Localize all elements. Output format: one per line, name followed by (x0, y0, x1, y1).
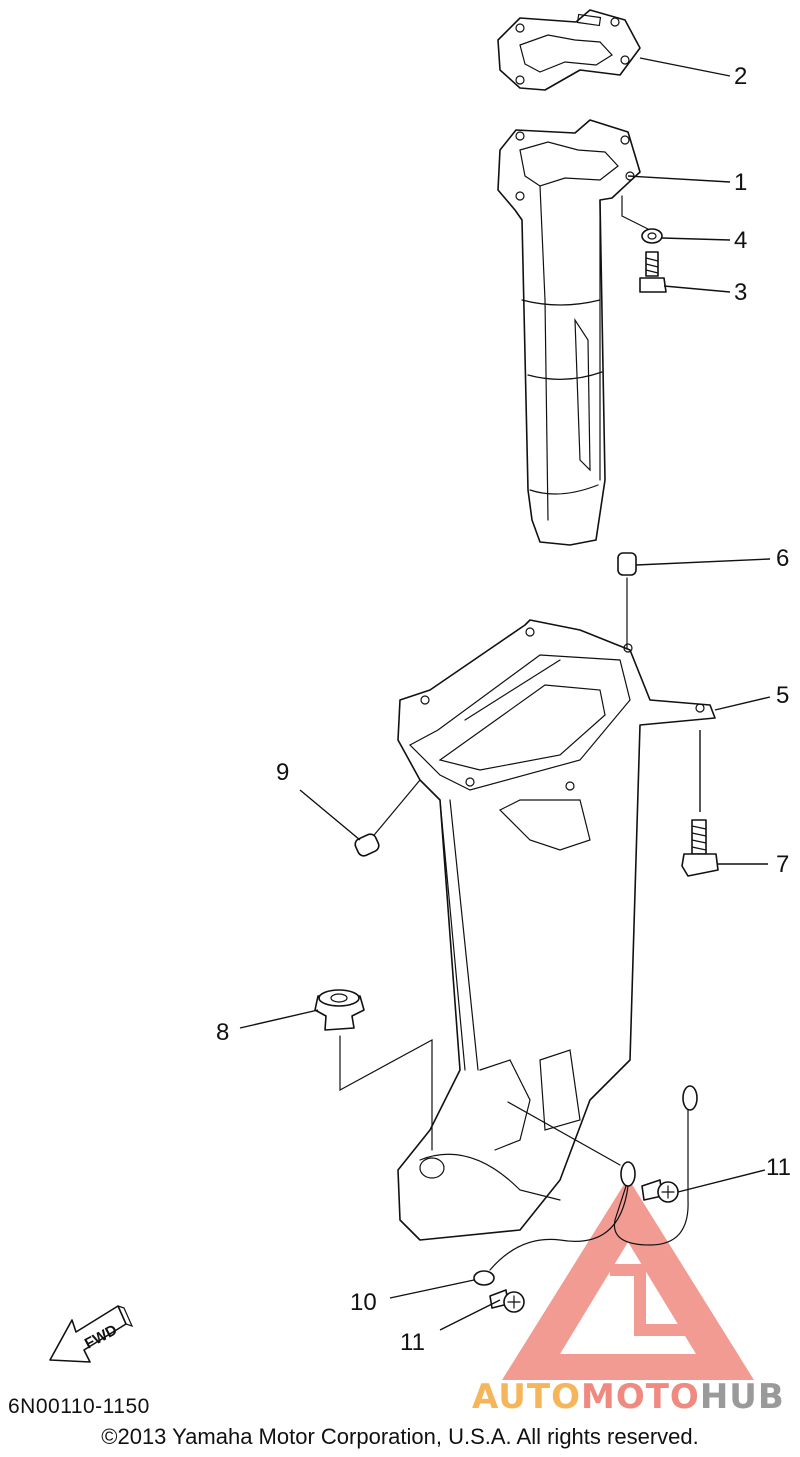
watermark-text: AUTOMOTOHUB (472, 1377, 785, 1417)
upper-casing-part (369, 619, 716, 1241)
callout-6: 6 (776, 545, 789, 572)
callout-3: 3 (734, 279, 747, 306)
dowel-part (354, 833, 380, 857)
watermark-auto: AUTO (472, 1377, 581, 1417)
svg-text:AUTOMOTOHUB: AUTOMOTOHUB (472, 1377, 785, 1417)
gasket-part (497, 9, 641, 91)
callout-5: 5 (776, 682, 789, 709)
bolt-part (639, 251, 667, 293)
leader-lines (239, 57, 771, 1331)
callout-numbers: 2 1 4 3 6 5 7 9 8 11 10 11 (216, 63, 791, 1356)
callout-7: 7 (776, 851, 789, 878)
flange-bolt-part (681, 819, 719, 877)
ground-lead-part (473, 1085, 698, 1286)
callout-9: 9 (276, 759, 289, 786)
exhaust-pipe-part (497, 119, 651, 546)
watermark-hub: HUB (700, 1377, 785, 1417)
copyright-notice: ©2013 Yamaha Motor Corporation, U.S.A. A… (101, 1424, 699, 1449)
screw-part (489, 1179, 679, 1313)
callout-11-bottom: 11 (400, 1329, 425, 1356)
callout-11-top: 11 (766, 1154, 791, 1181)
callout-1: 1 (734, 169, 747, 196)
watermark-moto: MOTO (581, 1377, 700, 1417)
forward-arrow-icon: FWD (49, 1305, 134, 1363)
part-code: 6N00110-1150 (8, 1395, 150, 1418)
grommet-part (314, 989, 433, 1151)
callout-4: 4 (734, 227, 747, 254)
callout-8: 8 (216, 1019, 229, 1046)
washer-part (641, 228, 663, 244)
callout-10: 10 (350, 1289, 377, 1316)
dowel-pin-part (617, 552, 637, 651)
watermark-logo (502, 1178, 754, 1380)
callout-2: 2 (734, 63, 747, 90)
